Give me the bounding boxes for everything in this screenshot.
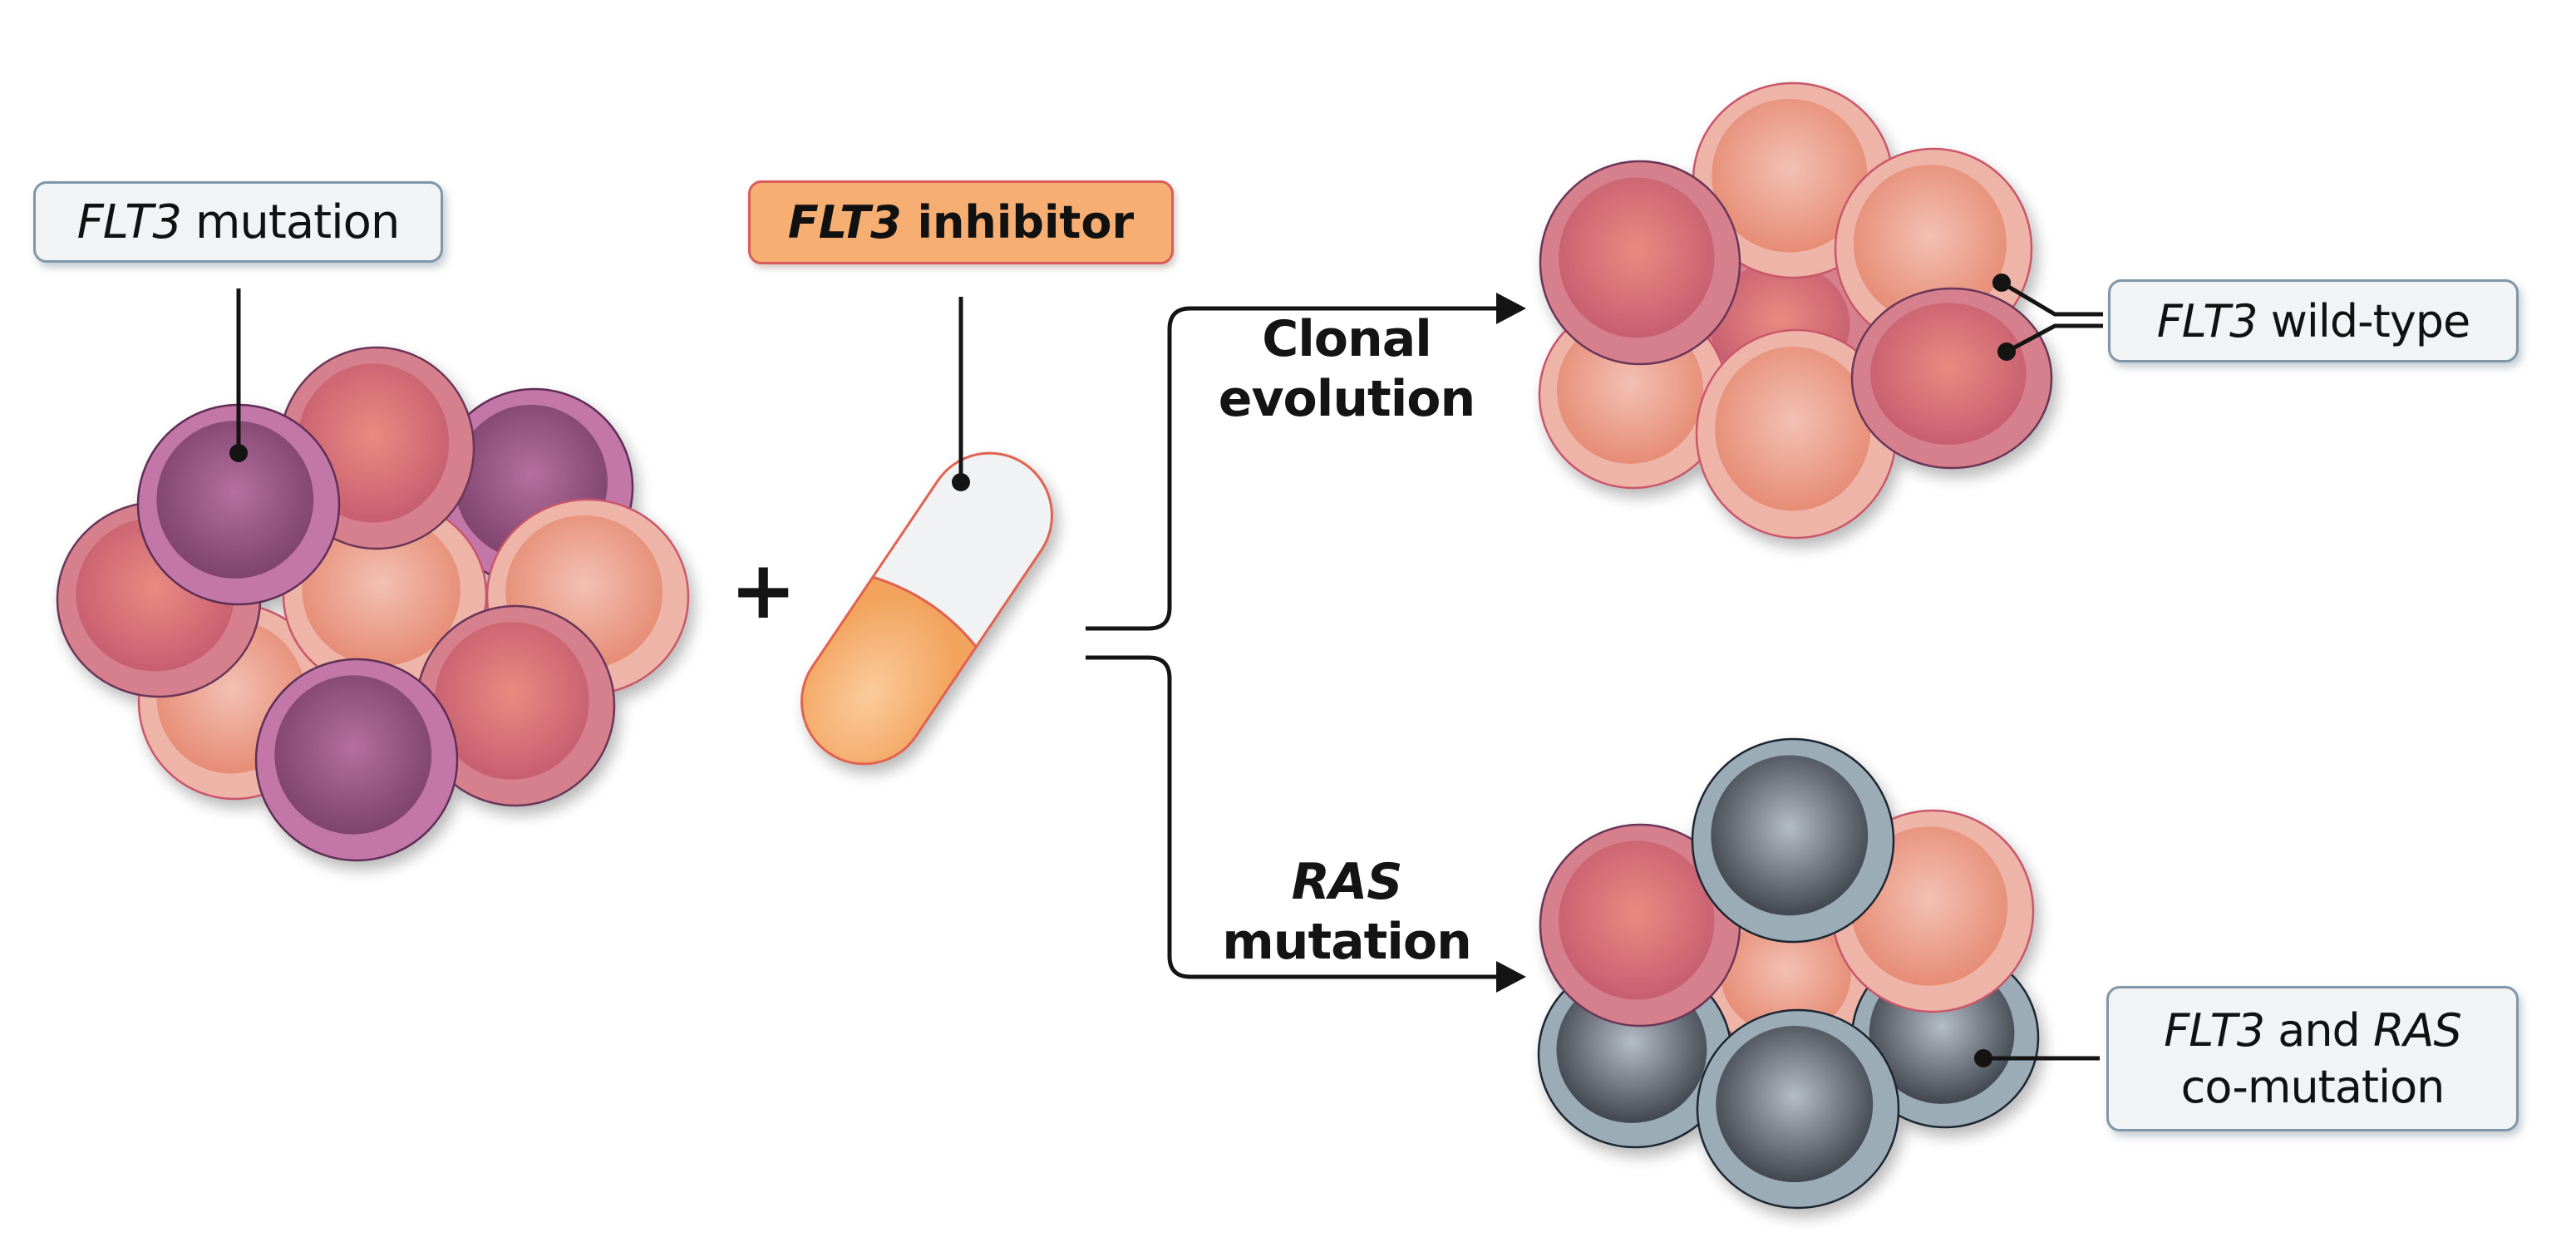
label-flt3-ras-co-mutation: FLT3 and RAS co-mutation: [2106, 986, 2519, 1131]
label-text: mutation: [181, 195, 401, 249]
leader-wild-type-upper: [2000, 280, 2103, 317]
cell-nucleus: [1711, 755, 1869, 916]
gene-name: FLT3: [76, 195, 182, 249]
cell-nucleus: [1559, 840, 1715, 1000]
cell-nucleus: [1853, 165, 2007, 323]
label-text-line2: co-mutation: [2180, 1060, 2445, 1113]
flt3-inhibitor-pill-icon: [800, 451, 1053, 766]
cell-nucleus: [1721, 916, 1851, 1035]
leader-dots: [229, 274, 2016, 1067]
cell-nucleus: [1715, 347, 1871, 511]
cell-nucleus: [1712, 98, 1868, 253]
gene-name: RAS: [2373, 1004, 2462, 1057]
cell-nucleus: [1559, 177, 1715, 338]
label-flt3-mutation: FLT3 mutation: [33, 181, 443, 263]
cell-flt3-mutant: [254, 658, 459, 862]
pointer-dot-icon: [1997, 343, 2016, 361]
cell-flt3-mutant: [136, 403, 341, 606]
branch-label-ras-mutation: RAS mutation: [1197, 852, 1496, 972]
cell-flt3-ras-comutant: [1691, 737, 1895, 944]
cell-wild-type-red: [1539, 160, 1741, 366]
cell-nucleus: [435, 622, 589, 780]
leader-lines: [236, 280, 2103, 1061]
cell-wild-type-red: [1539, 823, 1741, 1028]
branch-label-line2: mutation: [1222, 913, 1472, 971]
gene-name: FLT3: [2164, 1004, 2265, 1057]
label-text: inhibitor: [901, 196, 1135, 249]
branch-label-line2: evolution: [1218, 370, 1476, 428]
pointer-dot-icon: [229, 444, 248, 462]
label-flt3-inhibitor: FLT3 inhibitor: [748, 180, 1174, 264]
pill-cap-white: [870, 451, 1053, 649]
label-text: wild-type: [2257, 294, 2471, 347]
pointer-dot-icon: [1974, 1049, 1992, 1067]
cell-wild-type-peach: [1695, 328, 1898, 540]
cell-nucleus: [1870, 303, 2027, 445]
branch-label-clonal-evolution: Clonal evolution: [1197, 309, 1496, 429]
cell-wild-type-red: [415, 604, 616, 807]
cell-wild-type-red: [1850, 287, 2053, 470]
gene-name: FLT3: [2156, 294, 2258, 347]
pointer-dot-icon: [952, 473, 970, 491]
upper-branch-arrow: [1086, 306, 1498, 631]
cell-nucleus: [156, 421, 314, 579]
plus-icon: +: [730, 544, 797, 637]
lower-arrowhead-icon: [1496, 961, 1526, 993]
lower-branch-arrow: [1086, 655, 1498, 979]
leader-wild-type-lower: [2005, 323, 2103, 354]
branch-label-line1: Clonal: [1262, 310, 1432, 368]
cluster-clonal-evolution: [1538, 81, 2053, 540]
cell-nucleus: [302, 515, 461, 667]
branch-connector: [1086, 306, 1498, 979]
cluster-initial-flt3-mutated: [56, 346, 690, 862]
label-flt3-wild-type: FLT3 wild-type: [2108, 279, 2519, 362]
pointer-dot-icon: [1992, 274, 2011, 292]
label-text: and: [2264, 1004, 2373, 1057]
gene-name: RAS: [1291, 853, 1403, 911]
gene-name: FLT3: [787, 196, 902, 249]
cell-nucleus: [274, 675, 432, 835]
upper-arrowhead-icon: [1496, 293, 1526, 324]
cell-flt3-ras-comutant: [1696, 1008, 1900, 1210]
cluster-ras-mutation: [1537, 737, 2040, 1210]
cell-nucleus: [1716, 1026, 1874, 1183]
cell-wild-type-peach: [282, 498, 488, 692]
